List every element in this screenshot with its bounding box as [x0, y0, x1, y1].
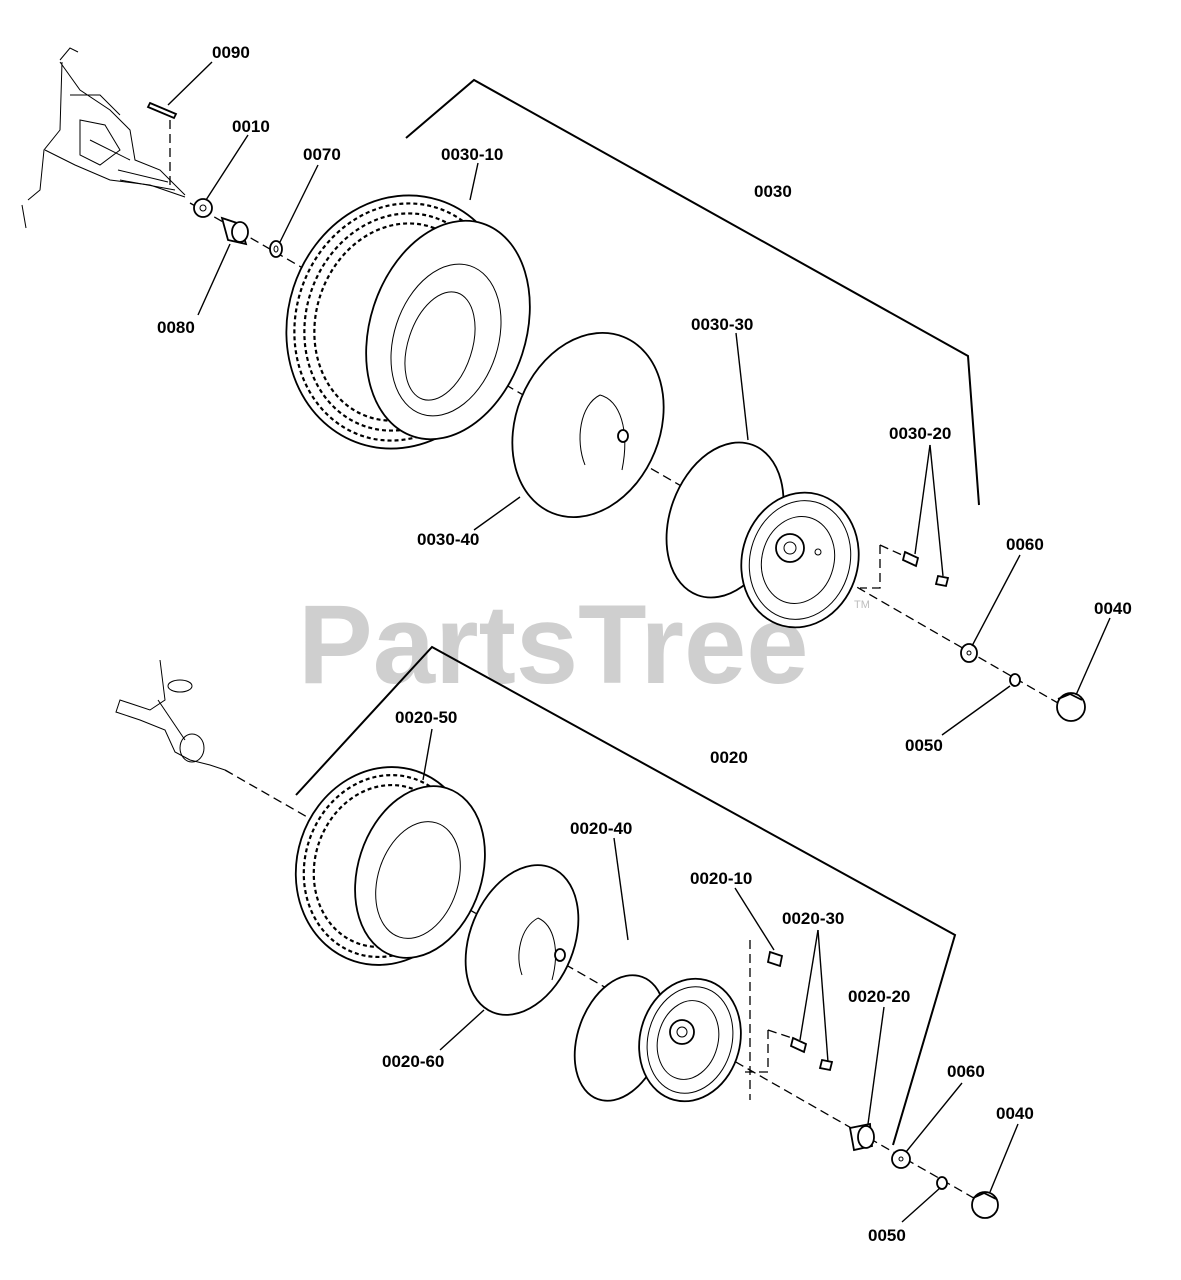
valve-dash-bottom [740, 940, 793, 1100]
label-0050-top: 0050 [905, 736, 943, 755]
frame-bracket-top [21, 47, 186, 229]
tube-0020-40 [464, 864, 580, 1016]
valve-stem-0020-30 [789, 1036, 834, 1072]
valve-dash-top [860, 544, 903, 589]
tire-0020-50 [294, 766, 486, 966]
label-0070: 0070 [303, 145, 341, 164]
rim-0030-30 [665, 441, 860, 629]
label-0020-10: 0020-10 [690, 869, 752, 888]
watermark: PartsTree [298, 582, 809, 707]
watermark-tm: TM [854, 599, 870, 611]
bushing-0020-20 [848, 1122, 875, 1152]
label-0060-bottom: 0060 [947, 1062, 985, 1081]
hub-cap-0040-top [1056, 692, 1086, 722]
tube-0030-40 [511, 331, 665, 519]
label-0030-30: 0030-30 [691, 315, 753, 334]
label-0080: 0080 [157, 318, 195, 337]
label-0040-bottom: 0040 [996, 1104, 1034, 1123]
e-ring-0050-bottom [936, 1176, 948, 1190]
label-0030-20: 0030-20 [889, 424, 951, 443]
washer-0070 [269, 240, 283, 258]
axle-line-top [169, 120, 1059, 704]
label-0030-40: 0030-40 [417, 530, 479, 549]
label-0090: 0090 [212, 43, 250, 62]
label-0020-20: 0020-20 [848, 987, 910, 1006]
valve-stem-0030-20 [901, 550, 950, 588]
label-0030: 0030 [754, 182, 792, 201]
label-0020-30: 0020-30 [782, 909, 844, 928]
label-0050-bottom: 0050 [868, 1226, 906, 1245]
washer-0060-top [960, 643, 978, 663]
tire-0030-10 [285, 194, 531, 450]
label-0030-10: 0030-10 [441, 145, 503, 164]
bracket-0030 [405, 78, 980, 506]
leader-lines [167, 61, 1111, 1223]
label-0020-50: 0020-50 [395, 708, 457, 727]
label-0020-60: 0020-60 [382, 1052, 444, 1071]
spindle-bracket-bottom [115, 659, 226, 771]
roll-pin-0090 [146, 101, 178, 120]
label-0020: 0020 [710, 748, 748, 767]
spacer-0080 [220, 216, 249, 246]
rim-0020-40 [573, 974, 742, 1103]
label-0060-top: 0060 [1006, 535, 1044, 554]
lug-0020-10 [766, 950, 784, 968]
bracket-0020 [295, 645, 957, 1146]
washer-0060-bottom [891, 1149, 911, 1169]
label-0020-40: 0020-40 [570, 819, 632, 838]
hub-cap-0040-bottom [971, 1191, 999, 1219]
washer-0010 [193, 198, 213, 218]
label-0040-top: 0040 [1094, 599, 1132, 618]
e-ring-0050-top [1009, 673, 1021, 687]
label-0010: 0010 [232, 117, 270, 136]
